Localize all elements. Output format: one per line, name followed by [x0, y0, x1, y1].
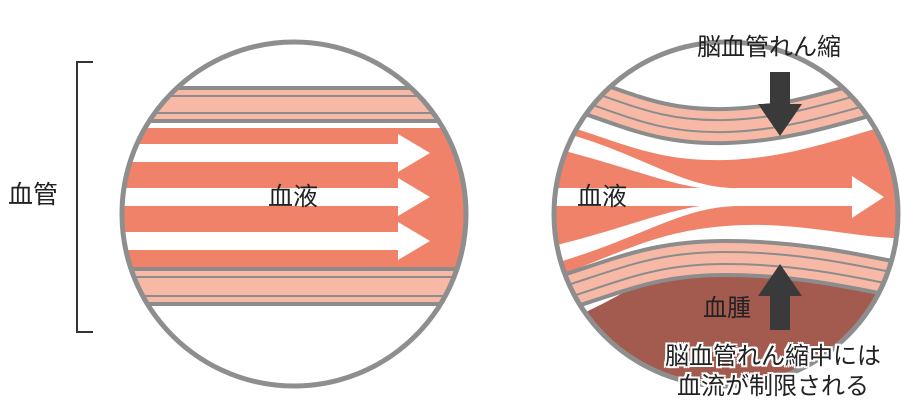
note-line-1: 脳血管れん縮中には — [665, 342, 881, 370]
hematoma-label: 血腫 — [703, 294, 751, 322]
flow-restriction-note: 脳血管れん縮中には 血流が制限される — [648, 341, 898, 401]
flow-arrow-icon — [122, 222, 430, 260]
vasospasm-label: 脳血管れん縮 — [697, 33, 841, 61]
vessel-label: 血管 — [8, 180, 59, 209]
vessel-wall-bottom — [122, 268, 466, 306]
push-arrow-up-icon — [758, 264, 802, 330]
normal-vessel-view — [119, 39, 469, 389]
flow-arrow-icon — [122, 178, 430, 216]
compress-arrow-down-icon — [758, 72, 802, 136]
left-view-outline — [119, 39, 469, 389]
flow-arrow-icon — [122, 134, 430, 172]
vessel-wall-top — [122, 88, 466, 122]
right-view-outline — [551, 39, 901, 389]
merging-flow-arrow-icon — [554, 128, 884, 266]
blood-label-normal: 血液 — [268, 182, 319, 211]
blood-label-vasospasm: 血液 — [577, 182, 628, 211]
note-line-2: 血流が制限される — [677, 372, 869, 400]
vessel-bracket — [76, 61, 93, 333]
